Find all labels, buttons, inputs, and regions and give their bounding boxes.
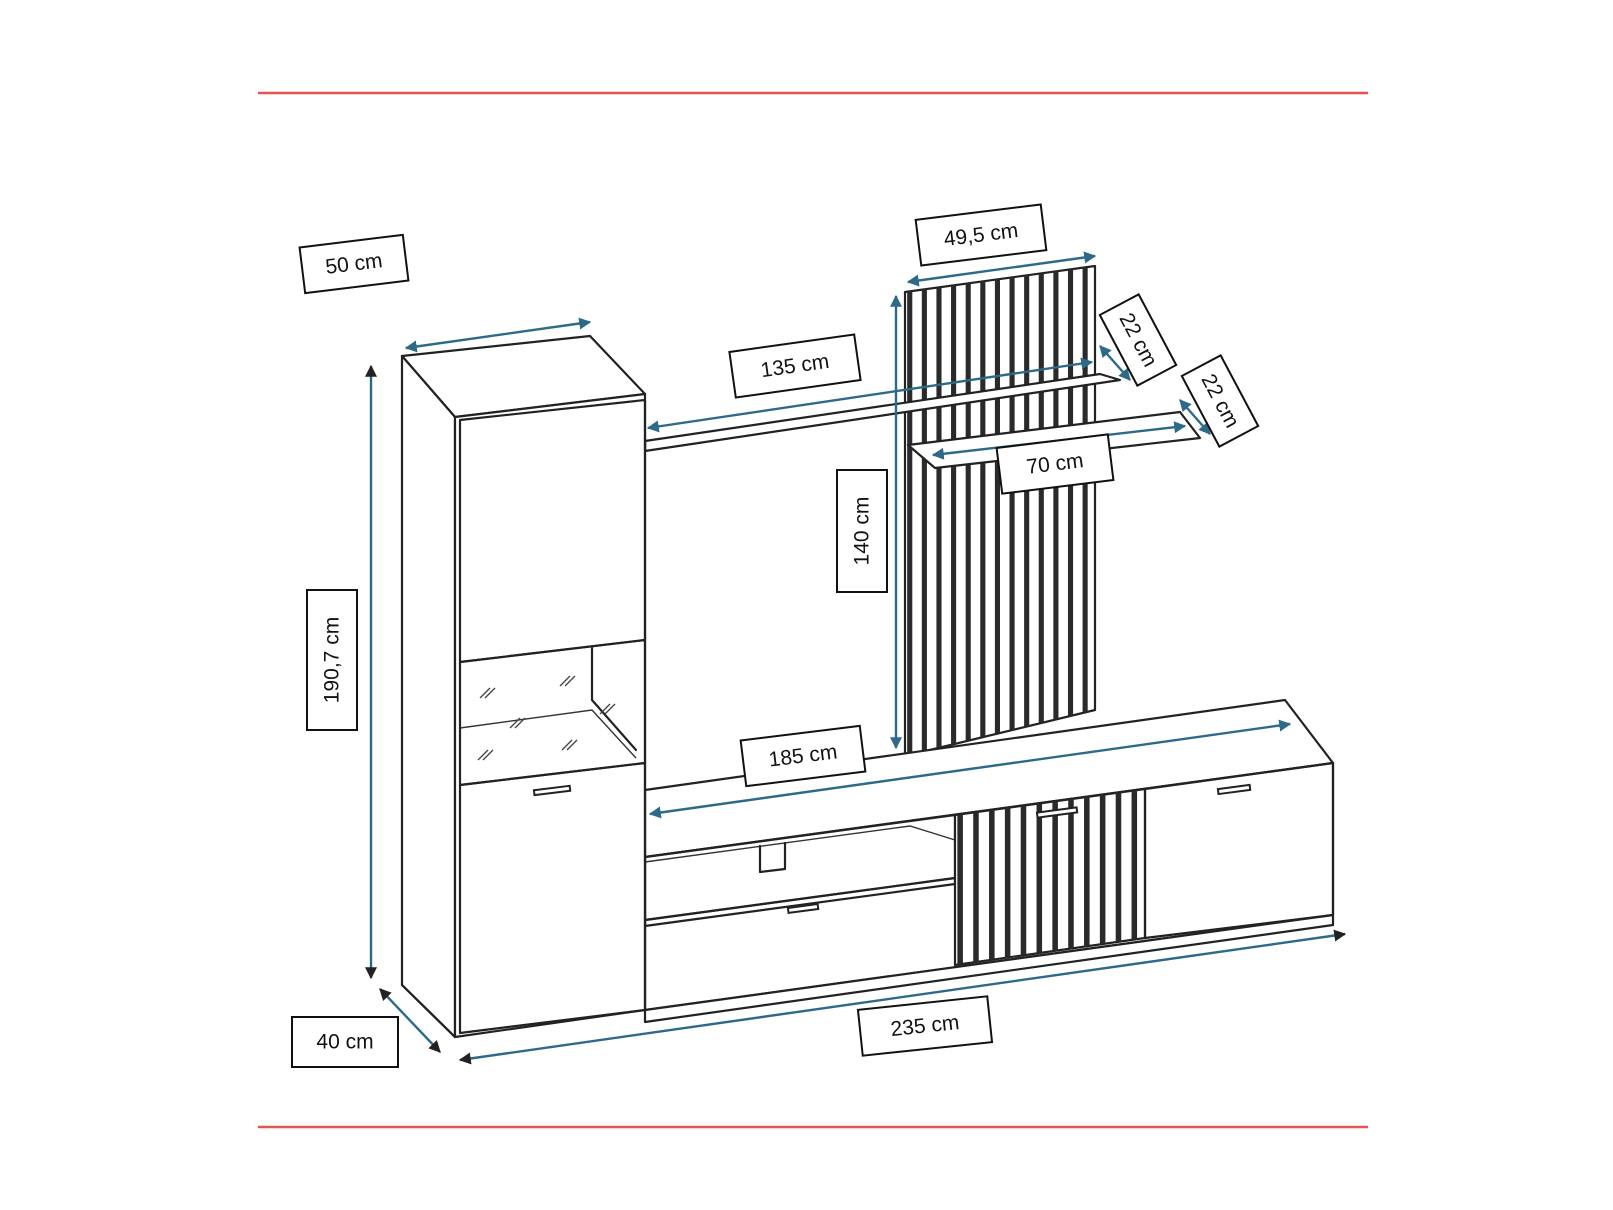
label-depth-bottom: 40 cm bbox=[291, 1016, 399, 1068]
glass-hatch bbox=[599, 703, 611, 715]
glass-hatch bbox=[509, 717, 521, 729]
slat bbox=[989, 809, 995, 961]
svg-text:40 cm: 40 cm bbox=[316, 1031, 373, 1054]
slat bbox=[951, 285, 957, 745]
glass-hatch bbox=[564, 675, 576, 687]
glass-hatch bbox=[561, 739, 573, 751]
tall-cabinet bbox=[400, 334, 647, 1039]
glass-hatch bbox=[484, 687, 496, 699]
label-tv-width: 185 cm bbox=[739, 724, 867, 788]
slatted-wall-panel bbox=[903, 264, 1097, 758]
slat bbox=[1131, 790, 1138, 940]
svg-text:140 cm: 140 cm bbox=[851, 497, 874, 566]
label-shelf-short: 70 cm bbox=[995, 433, 1115, 495]
label-total-width: 235 cm bbox=[856, 995, 994, 1057]
slat bbox=[1115, 792, 1122, 943]
slat bbox=[1084, 796, 1090, 947]
svg-text:190,7 cm: 190,7 cm bbox=[321, 617, 344, 703]
slat bbox=[1067, 269, 1074, 717]
glass-hatch bbox=[604, 703, 616, 715]
label-shelf-depth-1: 22 cm bbox=[1098, 293, 1178, 387]
slat bbox=[1068, 798, 1074, 949]
label-panel-width: 49,5 cm bbox=[914, 203, 1048, 267]
slat bbox=[994, 279, 1000, 735]
glass-hatch bbox=[514, 717, 526, 729]
drawer-handle bbox=[786, 902, 820, 915]
slat bbox=[1099, 794, 1106, 945]
slat bbox=[973, 811, 979, 963]
slat bbox=[1038, 273, 1044, 724]
slat bbox=[1024, 275, 1030, 728]
slat bbox=[936, 287, 942, 749]
slat bbox=[907, 291, 913, 756]
slat bbox=[1004, 807, 1011, 958]
slat bbox=[1036, 803, 1043, 954]
slat bbox=[957, 813, 963, 965]
slat bbox=[1009, 277, 1015, 731]
label-shelf-long: 135 cm bbox=[728, 333, 862, 399]
glass-hatch bbox=[482, 749, 494, 761]
label-shelf-depth-2: 22 cm bbox=[1180, 354, 1260, 448]
slat bbox=[1052, 800, 1058, 952]
label-depth-top: 50 cm bbox=[298, 233, 410, 295]
label-tall-height: 190,7 cm bbox=[306, 589, 358, 731]
slat bbox=[1020, 805, 1027, 956]
slat bbox=[921, 289, 927, 752]
glass-hatch bbox=[559, 675, 571, 687]
slat bbox=[965, 283, 971, 742]
slat bbox=[1082, 267, 1088, 714]
glass-hatch bbox=[477, 749, 489, 761]
slat bbox=[980, 281, 986, 738]
lower-door-handle bbox=[532, 784, 572, 797]
glass-hatch bbox=[566, 739, 578, 751]
label-panel-height: 140 cm bbox=[836, 469, 888, 593]
dimension-lines bbox=[365, 251, 1347, 1065]
slat bbox=[1053, 271, 1059, 721]
glass-hatch bbox=[479, 687, 491, 699]
